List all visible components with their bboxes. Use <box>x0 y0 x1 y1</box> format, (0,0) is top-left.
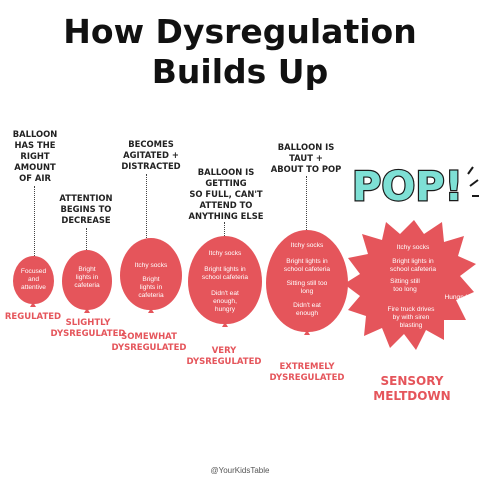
stage-1-status: REGULATED <box>4 312 62 322</box>
stage-1-balloon <box>13 256 54 304</box>
stage-4-balloon-knot <box>222 322 228 327</box>
title-line-1: How Dysregulation <box>63 12 417 51</box>
stage-4-status: VERY DYSREGULATED <box>186 346 262 367</box>
stage-1-connector <box>34 186 35 256</box>
stage-5-item-1: Itchy socks <box>290 242 324 249</box>
stage-6-item-5: Fire truck drives by with siren blasting <box>387 306 435 329</box>
stage-3-item-2: Bright lights in cafeteria <box>138 276 164 299</box>
stage-5-item-4: Didn't eat enough <box>293 302 321 317</box>
stage-4-item-1: Itchy socks <box>208 250 242 257</box>
stage-3-description: BECOMES AGITATED + DISTRACTED <box>121 139 181 171</box>
footer-handle: @YourKidsTable <box>210 466 270 475</box>
stage-1-description: BALLOON HAS THE RIGHT AMOUNT OF AIR <box>12 129 58 183</box>
stage-4-item-3: Didn't eat enough, hungry <box>211 290 239 313</box>
stage-6-item-4: Hungry! <box>444 294 468 301</box>
stage-6-item-1: Itchy socks <box>396 244 430 251</box>
stage-4-connector <box>224 222 225 236</box>
stage-3-status: SOMEWHAT DYSREGULATED <box>111 332 187 353</box>
stage-6-item-3: Sitting still too long <box>390 278 420 293</box>
stage-5-status: EXTREMELY DYSREGULATED <box>269 362 345 383</box>
meltdown-burst-shape <box>344 220 476 350</box>
stage-6-item-2: Bright lights in school cafeteria <box>389 258 437 273</box>
stage-5-item-3: Sitting still too long <box>286 280 328 295</box>
stage-3-item-1: Itchy socks <box>134 262 168 269</box>
pop-accent-line <box>467 166 474 175</box>
pop-accent-line <box>469 179 479 187</box>
stage-4-description: BALLOON IS GETTING SO FULL, CAN'T ATTEND… <box>188 167 264 221</box>
stage-2-balloon <box>62 250 112 310</box>
stage-2-description: ATTENTION BEGINS TO DECREASE <box>59 193 113 225</box>
title-line-2: Builds Up <box>151 52 329 91</box>
stage-5-item-2: Bright lights in school cafeteria <box>283 258 331 273</box>
stage-4-item-2: Bright lights in school cafeteria <box>201 266 249 281</box>
stage-3-balloon <box>120 238 182 310</box>
stage-5-connector <box>306 176 307 230</box>
stage-2-status: SLIGHTLY DYSREGULATED <box>50 318 126 339</box>
stage-4-balloon <box>188 236 262 324</box>
pop-burst-graphic: POP! <box>344 163 479 350</box>
stage-2-balloon-knot <box>84 308 90 313</box>
stage-1-item-1: Focused and attentive <box>20 268 47 291</box>
stage-5-balloon-knot <box>304 330 310 335</box>
stage-1-balloon-knot <box>30 302 36 307</box>
stage-6-status: SENSORY MELTDOWN <box>373 374 451 403</box>
stage-5-balloon <box>266 230 348 332</box>
stage-5-description: BALLOON IS TAUT + ABOUT TO POP <box>270 142 342 174</box>
stage-3-balloon-knot <box>148 308 154 313</box>
stage-2-connector <box>86 228 87 250</box>
stage-2-item-1: Bright lights in cafeteria <box>74 266 100 289</box>
pop-label: POP! <box>352 164 463 210</box>
stage-3-connector <box>146 174 147 238</box>
